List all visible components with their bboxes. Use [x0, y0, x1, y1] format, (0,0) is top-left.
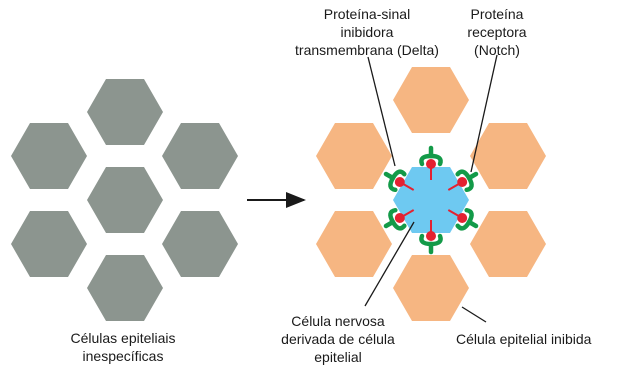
inhibited-cell — [393, 255, 469, 321]
delta-protein-stalk — [447, 182, 461, 191]
unspecified-cell — [87, 255, 163, 321]
leader-line-inhibited — [461, 306, 487, 323]
label-nerve-line1: Célula nervosa — [291, 313, 385, 329]
unspecified-cell-cluster — [11, 79, 238, 321]
leader-line-notch — [470, 54, 498, 173]
label-nerve-line2: derivada de célula — [281, 331, 395, 347]
label-notch-line1: Proteína — [471, 6, 524, 22]
nerve-cell — [393, 167, 469, 233]
label-nerve-line3: epitelial — [314, 349, 361, 365]
label-notch-line3: (Notch) — [474, 42, 520, 58]
notch-receptor-stem — [466, 171, 479, 181]
delta-protein — [457, 177, 468, 187]
label-left-line2: inespecíficas — [83, 348, 164, 364]
unspecified-cell — [11, 123, 87, 189]
delta-protein — [394, 213, 405, 223]
label-notch-line2: receptora — [467, 24, 526, 40]
leader-line-delta — [367, 56, 396, 167]
unspecified-cell — [162, 211, 238, 277]
label-delta-line2: inibidora — [341, 24, 394, 40]
delta-protein-stalk — [401, 182, 415, 191]
delta-protein — [426, 231, 436, 241]
delta-notch-pair — [383, 169, 415, 193]
label-left-line1: Células epiteliais — [70, 330, 175, 346]
unspecified-cell — [162, 123, 238, 189]
delta-protein-stalk — [447, 209, 461, 218]
label-delta-line3: transmembrana (Delta) — [295, 42, 439, 58]
unspecified-cell — [87, 79, 163, 145]
label-unspecified-cells: Células epiteliais inespecíficas — [70, 330, 175, 364]
delta-notch-pair — [419, 145, 443, 180]
delta-notch-pair — [383, 207, 415, 231]
inhibited-cell — [393, 67, 469, 133]
delta-protein — [394, 177, 405, 187]
label-delta: Proteína-sinal inibidora transmembrana (… — [295, 6, 439, 58]
leader-line-nerve — [364, 221, 415, 307]
unspecified-cell — [11, 211, 87, 277]
notch-receptor-stem — [383, 219, 396, 229]
notch-receptor-stem — [383, 171, 396, 181]
unspecified-cell — [87, 167, 163, 233]
label-delta-line1: Proteína-sinal — [324, 6, 410, 22]
inhibited-cell — [470, 211, 546, 277]
delta-protein-stalk — [401, 209, 415, 218]
leader-lines — [364, 54, 498, 323]
inhibited-cell — [316, 123, 392, 189]
delta-notch-pair — [447, 169, 479, 193]
signal-protein-pairs — [383, 145, 479, 255]
inhibited-cell-cluster — [316, 67, 546, 321]
label-nerve-cell: Célula nervosa derivada de célula epitel… — [281, 313, 395, 365]
inhibited-cell — [470, 123, 546, 189]
delta-notch-pair — [419, 220, 443, 255]
label-notch: Proteína receptora (Notch) — [467, 6, 526, 58]
notch-receptor-stem — [466, 219, 479, 229]
label-inhibited-cell: Célula epitelial inibida — [456, 331, 592, 347]
inhibited-cell — [316, 211, 392, 277]
delta-notch-pair — [447, 207, 479, 231]
delta-protein — [426, 159, 436, 169]
delta-protein — [457, 213, 468, 223]
